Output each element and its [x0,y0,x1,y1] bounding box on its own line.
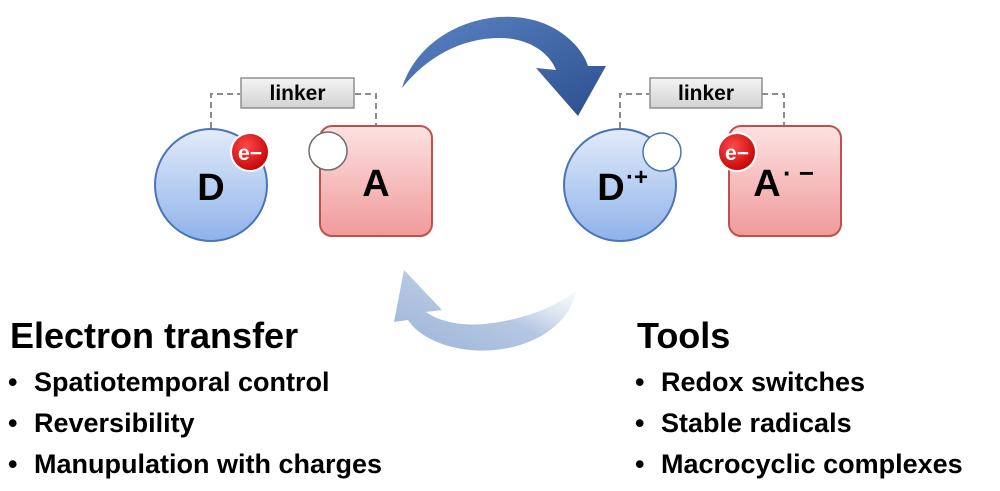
right-acceptor-label: A [753,163,780,205]
right-electron-icon [717,132,757,172]
left-acceptor-square [319,125,433,237]
list-item-text: Manupulation with charges [34,449,383,479]
reverse-arrow-icon [394,270,576,351]
list-item-text: Spatiotemporal control [34,367,330,397]
list-item: • Redox switches [635,362,963,403]
right-linker-box [649,77,763,109]
list-item: • Reversibility [8,403,382,444]
bullet-icon: • [635,408,645,438]
left-electron-icon [230,132,270,172]
right-linker-label: linker [678,82,734,105]
electron-transfer-list: • Spatiotemporal control • Reversibility •… [8,362,382,485]
bullet-icon: • [8,449,18,479]
right-donor-charge: ·+ [626,164,648,191]
right-donor-label: D [597,167,624,209]
list-item: • Macrocyclic complexes [635,444,963,485]
forward-arrow-icon [402,16,606,116]
right-hole-icon [642,132,682,172]
list-item-text: Stable radicals [661,408,852,438]
right-acceptor-square [728,125,842,237]
list-item: • Spatiotemporal control [8,362,382,403]
tools-list: • Redox switches • Stable radicals • Macroc… [635,362,963,485]
list-item-text: Macrocyclic complexes [661,449,963,479]
list-item-text: Reversibility [34,408,195,438]
left-linker-label: linker [269,82,325,105]
left-acceptor-label: A [362,163,389,205]
tools-heading: Tools [637,315,731,356]
right-donor-acceptor-pair: linker D ·+ A · − e− [563,77,842,242]
list-item-text: Redox switches [661,367,866,397]
bullet-icon: • [635,449,645,479]
electron-transfer-heading: Electron transfer [10,315,299,356]
right-acceptor-charge: · − [783,158,814,188]
right-electron-label: e− [725,142,749,165]
bullet-icon: • [8,408,18,438]
list-item: • Manupulation with charges [8,444,382,485]
left-electron-label: e− [238,142,262,165]
left-donor-label: D [197,167,224,209]
list-item: • Stable radicals [635,403,963,444]
left-donor-acceptor-pair: linker D e− A [154,77,433,242]
bullet-icon: • [635,367,645,397]
left-linker-box [240,77,355,109]
bullet-icon: • [8,367,18,397]
left-hole-icon [308,131,348,171]
